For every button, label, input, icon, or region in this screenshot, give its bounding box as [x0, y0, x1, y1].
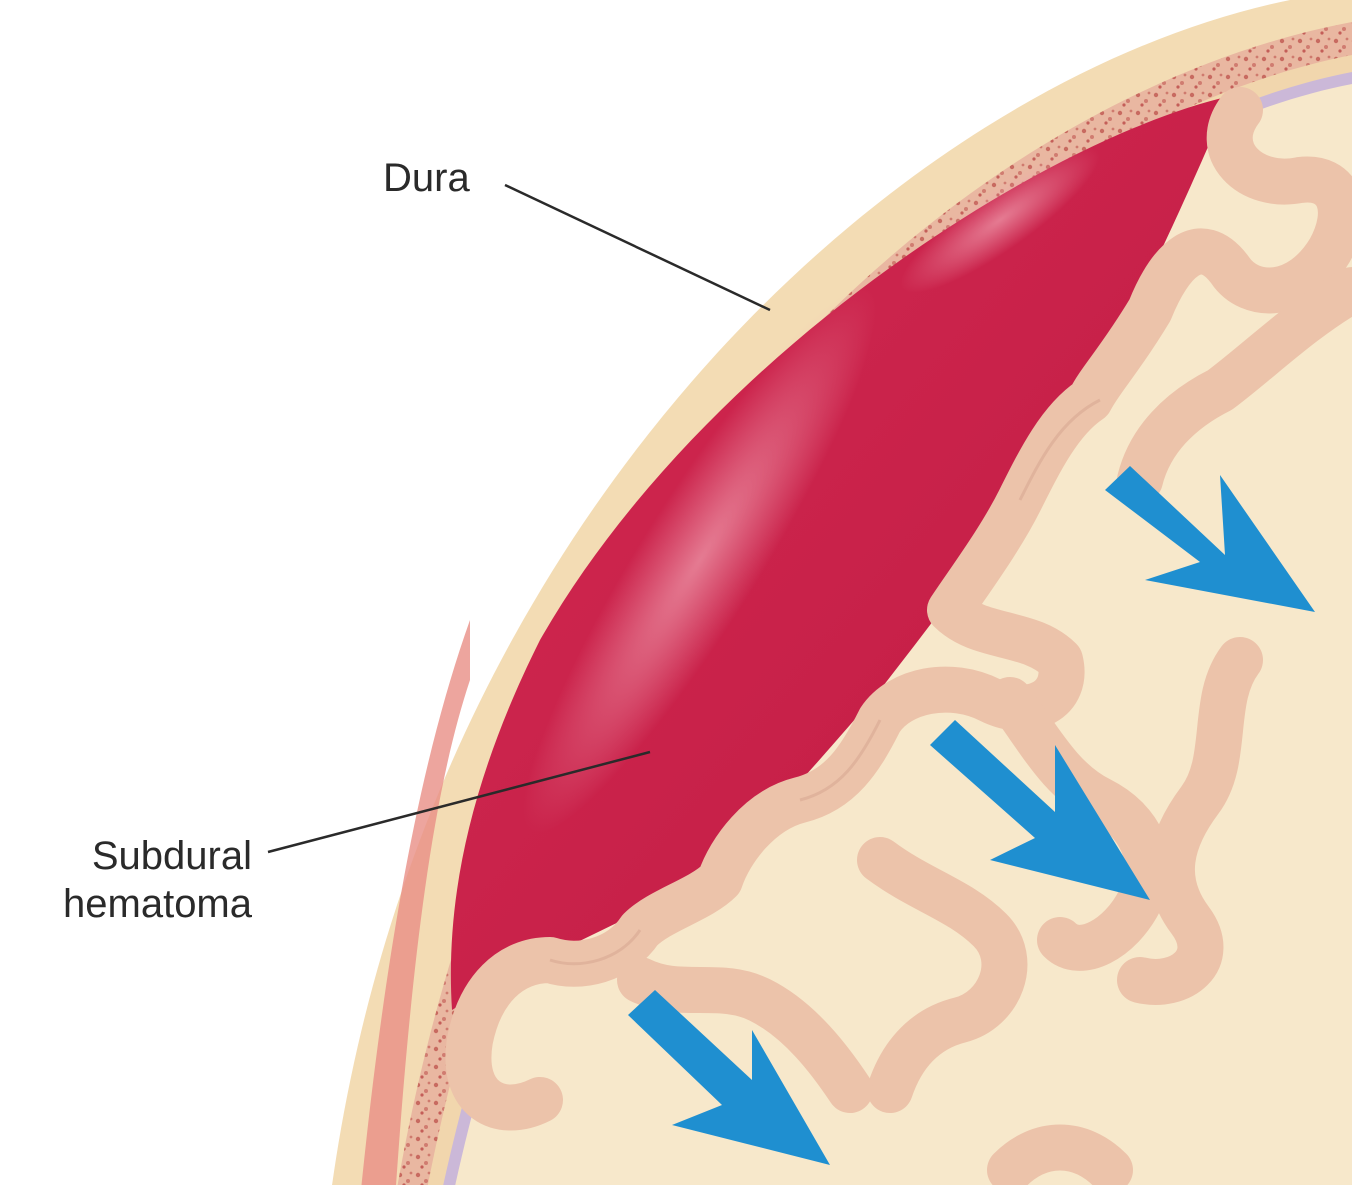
- brain-gyri-outline: [549, 398, 1101, 966]
- subdural-hematoma-label-line1: Subdural: [91, 834, 252, 878]
- hematoma-highlight: [900, 146, 1100, 294]
- compression-arrow: [930, 720, 1150, 900]
- compression-arrow: [628, 990, 830, 1165]
- dura-leader-line: [504, 183, 771, 312]
- meningeal-strip: [360, 620, 470, 1200]
- hematoma: [450, 96, 1230, 1010]
- subdural-hematoma-label: Subdural hematoma: [63, 832, 252, 928]
- dura-label: Dura: [383, 156, 470, 200]
- subdural-hematoma-label-line2: hematoma: [63, 882, 252, 926]
- compression-arrow: [1105, 466, 1315, 612]
- subdural-leader-line: [267, 750, 651, 854]
- bottom-margin: [0, 1185, 1352, 1200]
- hematoma-highlight: [522, 286, 878, 834]
